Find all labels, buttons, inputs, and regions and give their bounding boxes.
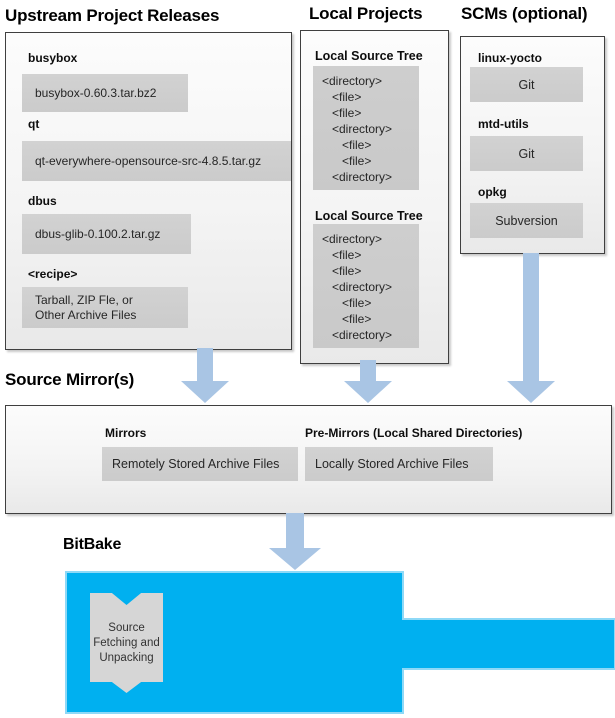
tree-line: <file> bbox=[322, 248, 362, 262]
tree-line: <directory> bbox=[322, 74, 383, 88]
upstream-item-label: dbus bbox=[28, 194, 57, 208]
scm-tool-linux-yocto: Git bbox=[470, 67, 583, 102]
local-source-tree-label: Local Source Tree bbox=[315, 209, 423, 223]
source-fetching-ribbon: Source Fetching and Unpacking bbox=[90, 593, 163, 693]
scm-item-label: linux-yocto bbox=[478, 51, 543, 65]
upstream-item-label: busybox bbox=[28, 51, 78, 65]
tree-line: <directory> bbox=[322, 170, 393, 184]
tree-line: <file> bbox=[322, 90, 362, 104]
tree-line: <directory> bbox=[322, 232, 383, 246]
scm-item-label: opkg bbox=[478, 185, 507, 199]
scm-tool-mtd-utils: Git bbox=[470, 136, 583, 171]
source-fetching-label: Source Fetching and Unpacking bbox=[93, 621, 160, 664]
upstream-archive-qt: qt-everywhere-opensource-src-4.8.5.tar.g… bbox=[22, 141, 291, 181]
tree-line: <file> bbox=[322, 312, 372, 326]
down-arrow-scms-to-mirrors-icon bbox=[507, 253, 555, 403]
tree-line: <file> bbox=[322, 154, 372, 168]
source-mirrors-title: Source Mirror(s) bbox=[5, 370, 135, 389]
scms-title: SCMs (optional) bbox=[461, 4, 588, 23]
bitbake-shape bbox=[65, 571, 615, 714]
local-projects-title: Local Projects bbox=[309, 4, 423, 23]
upstream-archive-busybox: busybox-0.60.3.tar.bz2 bbox=[22, 74, 188, 112]
local-source-tree-1: <directory> <file> <file> <directory> <f… bbox=[313, 66, 419, 190]
upstream-archive-recipe: Tarball, ZIP Fle, or Other Archive Files bbox=[22, 287, 188, 328]
tree-line: <file> bbox=[322, 106, 362, 120]
tree-line: <directory> bbox=[322, 328, 393, 342]
down-arrow-local-to-mirrors-icon bbox=[344, 360, 392, 403]
premirrors-label: Pre-Mirrors (Local Shared Directories) bbox=[305, 426, 523, 440]
tree-line: <directory> bbox=[322, 122, 393, 136]
down-arrow-upstream-to-mirrors-icon bbox=[181, 348, 229, 403]
scm-tool-opkg: Subversion bbox=[470, 203, 583, 238]
local-source-tree-2: <directory> <file> <file> <directory> <f… bbox=[313, 224, 419, 348]
bitbake-title: BitBake bbox=[63, 536, 122, 553]
tree-line: <file> bbox=[322, 296, 372, 310]
upstream-archive-dbus: dbus-glib-0.100.2.tar.gz bbox=[22, 214, 191, 254]
upstream-item-label: qt bbox=[28, 117, 40, 131]
mirrors-label: Mirrors bbox=[105, 426, 147, 440]
tree-line: <file> bbox=[322, 138, 372, 152]
mirrors-value-box: Remotely Stored Archive Files bbox=[102, 447, 298, 481]
tree-line: <directory> bbox=[322, 280, 393, 294]
premirrors-value-box: Locally Stored Archive Files bbox=[305, 447, 493, 481]
scm-item-label: mtd-utils bbox=[478, 117, 529, 131]
upstream-title: Upstream Project Releases bbox=[5, 6, 220, 25]
tree-line: <file> bbox=[322, 264, 362, 278]
local-source-tree-label: Local Source Tree bbox=[315, 49, 423, 63]
upstream-item-label: <recipe> bbox=[28, 267, 78, 281]
